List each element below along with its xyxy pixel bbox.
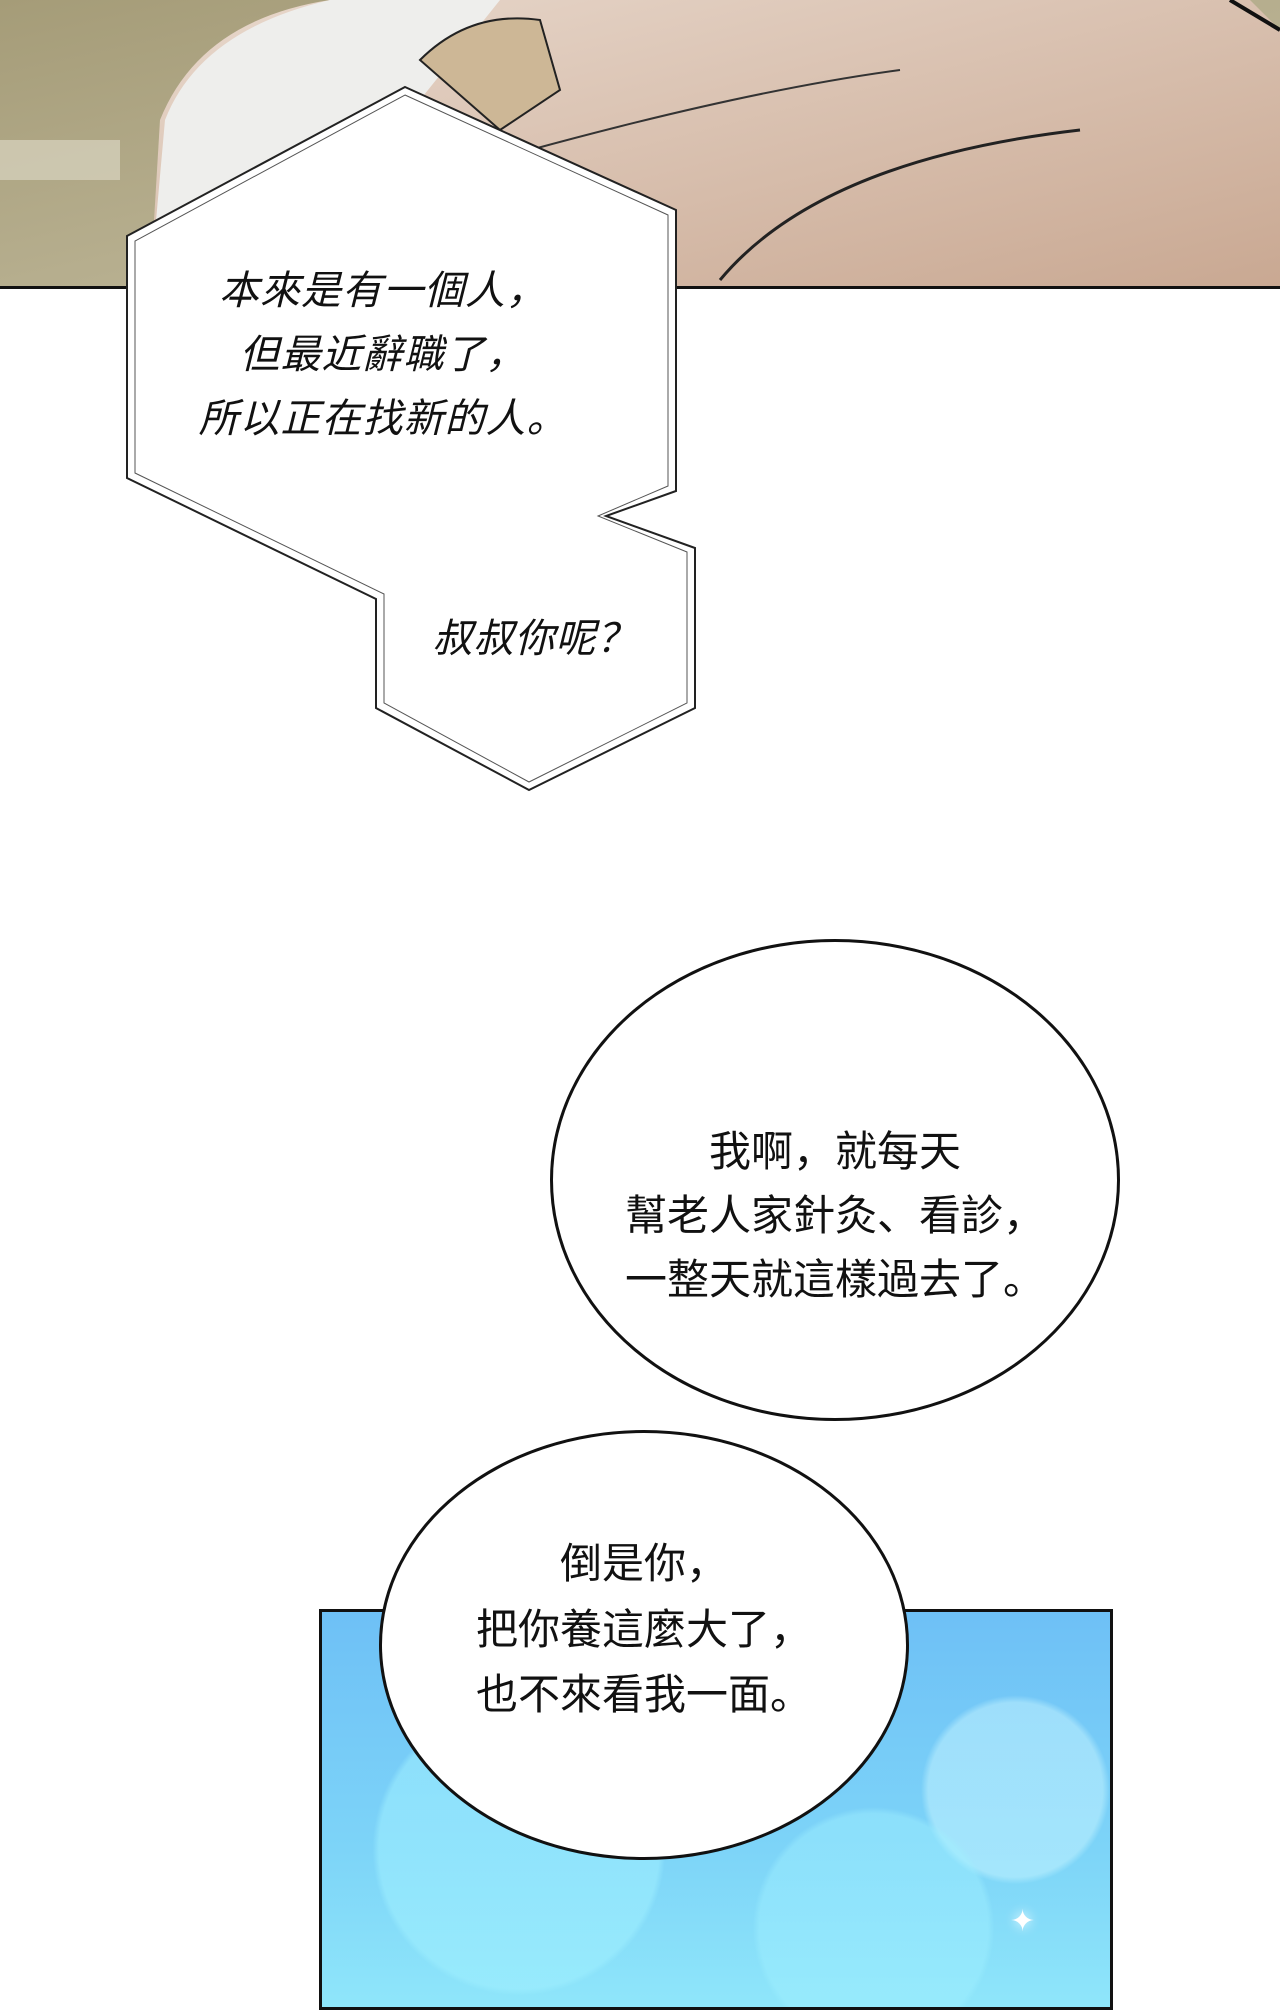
hex-bubble-shape bbox=[126, 85, 696, 792]
hex-line-1: 本來是有一個人， bbox=[219, 268, 547, 314]
sparkle-icon: ✦ bbox=[1010, 1904, 1036, 1939]
hex-question: 叔叔你呢？ bbox=[432, 616, 638, 662]
hex-line-3: 所以正在找新的人。 bbox=[198, 396, 568, 442]
hex-line-2: 但最近辭職了， bbox=[239, 332, 527, 378]
speech-line-2: 幫老人家針灸、看診， bbox=[624, 1191, 1046, 1240]
speech-line-3: 一整天就這樣過去了。 bbox=[624, 1255, 1046, 1304]
speech-line-5: 把你養這麼大了， bbox=[475, 1605, 813, 1654]
speech-line-6: 也不來看我一面。 bbox=[475, 1670, 813, 1719]
speech-line-4: 倒是你， bbox=[559, 1539, 729, 1588]
speech-line-1: 我啊，就每天 bbox=[708, 1127, 962, 1176]
